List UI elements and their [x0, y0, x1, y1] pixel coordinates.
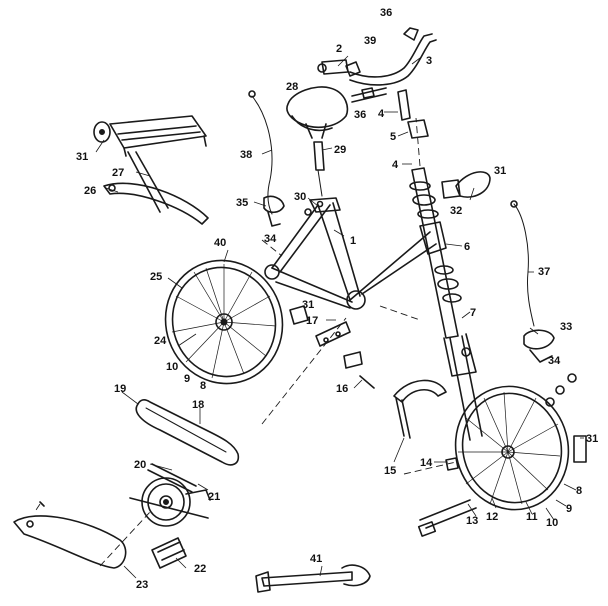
callout-26: 26: [84, 185, 96, 197]
callout-8-front: 8: [576, 485, 582, 497]
callout-34-front: 34: [548, 355, 561, 367]
chain-guard: [13, 501, 127, 569]
leader-lines: [95, 55, 584, 579]
callout-10-front: 10: [546, 517, 558, 529]
rear-fender: [103, 182, 209, 225]
handlebar: [317, 27, 437, 86]
callout-38: 38: [240, 149, 252, 161]
rear-brake: [263, 195, 285, 227]
callout-2: 2: [336, 43, 342, 55]
rear-wheel-spokes: [171, 264, 277, 379]
frame: [264, 197, 447, 310]
saddle: [286, 86, 349, 139]
callout-9-front: 9: [566, 503, 572, 515]
headset-stack: [409, 117, 471, 357]
callout-22: 22: [194, 563, 206, 575]
callout-11: 11: [526, 511, 538, 523]
callout-35: 35: [236, 197, 248, 209]
hardware: [289, 200, 587, 537]
callout-33: 33: [560, 321, 572, 333]
callout-5: 5: [390, 131, 396, 143]
callout-3: 3: [426, 55, 432, 67]
callout-30: 30: [294, 191, 306, 203]
callout-4-stem: 4: [378, 108, 385, 120]
callout-4-headset: 4: [392, 159, 399, 171]
wrench-tool: [255, 564, 371, 593]
callout-10-rear: 10: [166, 361, 178, 373]
callout-29: 29: [334, 144, 346, 156]
callout-31-lamp: 31: [494, 165, 506, 177]
callout-36-mid: 36: [354, 109, 366, 121]
callout-20: 20: [134, 459, 146, 471]
callout-28: 28: [286, 81, 298, 93]
callout-19: 19: [114, 383, 126, 395]
stem: [351, 87, 429, 139]
callout-8-rear: 8: [200, 380, 206, 392]
callout-40: 40: [214, 237, 226, 249]
callout-13: 13: [466, 515, 478, 527]
callout-25: 25: [150, 271, 162, 283]
callout-39: 39: [364, 35, 376, 47]
callout-labels: 1 2 3 4 4 5 6 7 8 8 9 9 10 10 11 12 13 1…: [76, 7, 598, 591]
callout-31-wheel: 31: [586, 433, 598, 445]
callout-1: 1: [350, 235, 356, 247]
front-wheel: [454, 385, 570, 511]
front-wheel-spokes: [458, 391, 561, 505]
callout-16: 16: [336, 383, 348, 395]
callout-7: 7: [470, 307, 476, 319]
callout-12: 12: [486, 511, 498, 523]
seat-post: [313, 141, 325, 197]
callout-34-rear: 34: [264, 233, 277, 245]
callout-32: 32: [450, 205, 462, 217]
callout-17: 17: [306, 315, 318, 327]
headlamp: [441, 171, 491, 199]
callout-31-rack: 31: [76, 151, 88, 163]
rear-wheel: [164, 259, 284, 385]
callout-37: 37: [538, 266, 550, 278]
rear-rack: [93, 115, 207, 213]
chain: [135, 399, 240, 466]
callout-31-frame: 31: [302, 299, 314, 311]
front-fork: [411, 167, 483, 441]
callout-14: 14: [420, 457, 433, 469]
callout-41: 41: [310, 553, 322, 565]
callout-23: 23: [136, 579, 148, 591]
assembly-lines: [35, 239, 457, 567]
front-fender: [393, 379, 447, 439]
callout-27: 27: [112, 167, 124, 179]
callout-15: 15: [384, 465, 396, 477]
callout-6: 6: [464, 241, 470, 253]
front-brake: [523, 329, 555, 363]
cables: [248, 90, 535, 327]
pedal: [151, 537, 187, 569]
callout-18: 18: [192, 399, 204, 411]
callout-36-top: 36: [380, 7, 392, 19]
callout-9-rear: 9: [184, 373, 190, 385]
crankset: [129, 463, 211, 527]
callout-24: 24: [154, 335, 167, 347]
callout-21: 21: [208, 491, 220, 503]
